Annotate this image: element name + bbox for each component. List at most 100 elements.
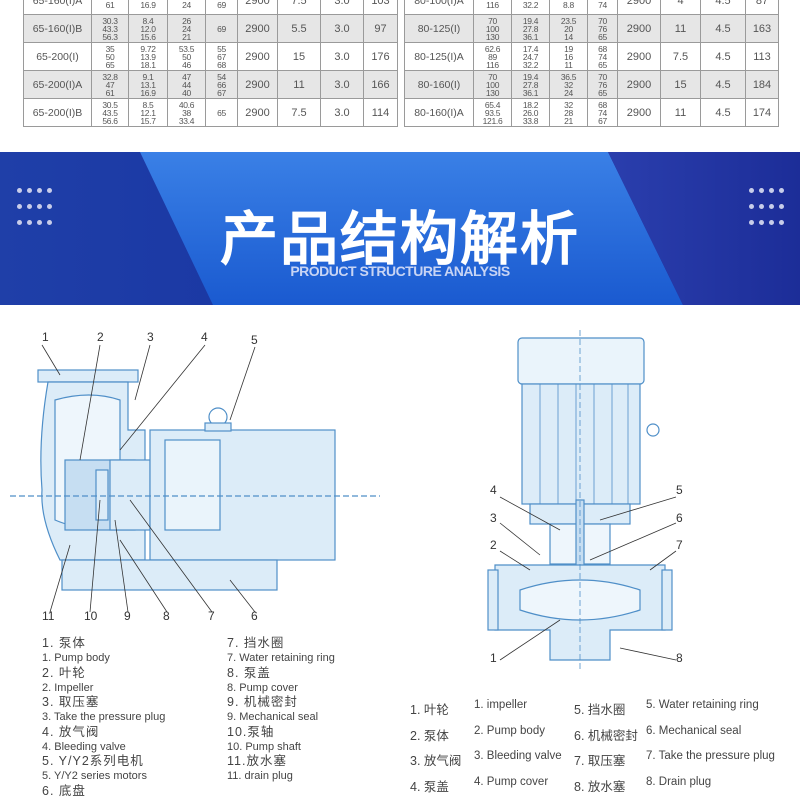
head-value: 28 [564, 107, 573, 118]
model-cell: 80-160(I)A [404, 98, 474, 127]
legend-en: 5. Water retaining ring [646, 699, 759, 711]
head-value: 32 [564, 99, 573, 110]
flow-value: 8.5 [142, 99, 154, 110]
legend-cn: 7. 取压塞 [574, 754, 626, 768]
legend-cn: 5. Y/Y2系列电机 [42, 754, 144, 768]
speed-cell: 2900 [617, 70, 661, 99]
flow-value: 12.0 [140, 23, 156, 34]
banner-subtitle: PRODUCT STRUCTURE ANALYSIS [290, 263, 510, 279]
flow-value: 33.8 [522, 115, 539, 126]
flow-value: 36.1 [522, 87, 539, 98]
head-value: 14 [564, 31, 573, 42]
head-value: 38 [182, 107, 191, 118]
head-value: 40.6 [178, 99, 195, 110]
legend-cn: 4. 放气阀 [42, 724, 100, 739]
model-cell: 65-200(I)B [23, 98, 92, 127]
dots-decoration [749, 188, 785, 225]
flow-value: 24.7 [512, 0, 549, 1]
flow-value: 36.1 [522, 31, 539, 42]
eff-value: 70 [206, 0, 237, 1]
eff-cell: 65 [205, 98, 238, 127]
flow-value: 18.2 [522, 99, 539, 110]
banner-title: 产品结构解析 [219, 205, 580, 273]
head-value: 36.5 [560, 71, 577, 82]
eff-value: 69 [217, 23, 226, 34]
legend-en: 3. Take the pressure plug [42, 711, 166, 723]
eff-value: 66 [217, 79, 226, 90]
flow-value: 12.1 [140, 107, 156, 118]
legend-en: 1. impeller [474, 699, 528, 711]
weight-cell: 163 [745, 14, 779, 43]
flow-value: 9.72 [140, 43, 156, 54]
q-value: 35 [105, 43, 115, 54]
spec-table-right: 80-100(I)A8911624.732.2108.87474290044.5… [404, 0, 779, 127]
flow-value: 15.6 [140, 31, 156, 42]
eff-value: 70 [598, 71, 607, 82]
weight-cell: 97 [363, 14, 398, 43]
eff-value: 54 [217, 71, 226, 82]
flow-value: 32.2 [522, 0, 539, 10]
model-cell: 65-200(I) [23, 42, 92, 71]
part-number-label: 11 [42, 609, 55, 623]
head-value: 26 [182, 15, 191, 26]
eff-value: 76 [598, 23, 607, 34]
q-value: 89 [474, 0, 511, 1]
part-number-label: 8 [676, 651, 683, 665]
q-value: 56.3 [102, 31, 118, 42]
flow-value: 15.7 [140, 115, 156, 126]
eff-value: 76 [598, 79, 607, 90]
flow-value: 26.0 [522, 107, 539, 118]
power-cell: 7.5 [660, 42, 701, 71]
legend-en: 7. Take the pressure plug [646, 750, 775, 762]
speed-cell: 2900 [617, 42, 661, 71]
legend-cn: 5. 挡水圈 [574, 703, 626, 717]
flow-value: 13.9 [140, 51, 156, 62]
q-value: 40.7 [92, 0, 128, 1]
head-value: 10 [550, 0, 587, 1]
head-value: 44 [182, 79, 191, 90]
head-value: 16 [564, 51, 573, 62]
legend-en: 5. Y/Y2 series motors [42, 770, 147, 782]
q-value: 65.4 [484, 99, 501, 110]
section-banner: 产品结构解析 PRODUCT STRUCTURE ANALYSIS [0, 152, 800, 305]
legend-en: 10. Pump shaft [227, 740, 301, 753]
head-value: 47 [182, 71, 191, 82]
legend-en: 6. Mechanical seal [646, 724, 742, 737]
eff-value: 74 [598, 107, 607, 118]
model-cell: 65-200(I)A [23, 70, 92, 99]
power-cell: 11 [277, 70, 321, 99]
q-value: 116 [486, 0, 499, 10]
head-value: 20 [564, 23, 573, 34]
legend-en: 7. Water retaining ring [227, 652, 335, 664]
head-value: 33.4 [178, 115, 195, 126]
legend-en: 2. Pump body [474, 724, 545, 737]
q-value: 43.3 [102, 23, 118, 34]
head-value: 8.8 [563, 0, 574, 10]
part-number-label: 7 [208, 609, 215, 623]
q-value: 100 [485, 79, 500, 90]
flow-value: 32.2 [522, 59, 539, 70]
speed-cell: 2900 [617, 14, 661, 43]
q-value: 50 [105, 51, 115, 62]
power-cell: 15 [660, 70, 701, 99]
eff-value: 67 [217, 51, 226, 62]
eff-value: 74 [598, 0, 607, 10]
head-value: 21 [182, 31, 191, 42]
